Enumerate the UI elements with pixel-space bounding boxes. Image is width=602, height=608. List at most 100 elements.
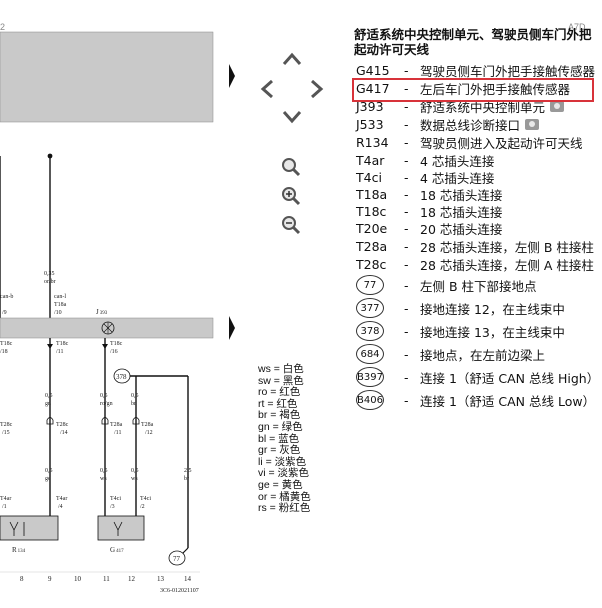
wire-w4-size: 0,5: [131, 393, 139, 399]
legend-ground-row[interactable]: 77-左侧 B 柱下部接地点: [356, 274, 537, 296]
legend-row[interactable]: J533-数据总线诊断接口: [356, 116, 540, 133]
legend-code: G417: [356, 80, 390, 96]
color-legend-item: or = 橘黄色: [258, 490, 311, 503]
ground-point-378: [113, 368, 131, 384]
legend-row[interactable]: T28a-28 芯插头连接，左侧 B 柱接柱: [356, 238, 594, 255]
page-next-arrow-bottom[interactable]: [229, 316, 235, 340]
legend-dash: -: [404, 98, 409, 114]
zoom-in-button[interactable]: [280, 185, 302, 207]
legend-row[interactable]: T20e-20 芯插头连接: [356, 220, 502, 237]
g417-label: G417: [110, 546, 124, 554]
wire-w6-color: ge: [45, 476, 51, 482]
svg-text:10: 10: [74, 575, 82, 583]
legend-dash: -: [404, 186, 409, 202]
zoom-out-button[interactable]: [280, 214, 302, 236]
selection-highlight: [352, 78, 594, 102]
pin-t18c-16: T18c: [110, 341, 123, 347]
legend-row-selected[interactable]: G417-左后车门外把手接触传感器: [356, 80, 570, 97]
legend-ground-row[interactable]: 377-接地连接 12，在主线束中: [356, 297, 565, 319]
legend-desc: 接地连接 13，在主线束中: [420, 324, 565, 340]
pin-t28c-14-num: /14: [60, 430, 68, 436]
svg-text:12: 12: [128, 575, 136, 583]
legend-code: J393: [356, 98, 384, 114]
legend-desc: 舒适系统中央控制单元: [420, 99, 546, 115]
legend-row[interactable]: R134-驾驶员侧进入及起动许可天线: [356, 134, 583, 151]
pin-t4ci-3: T4ci: [110, 496, 121, 502]
wire-w3-color: ro/gn: [100, 401, 113, 407]
legend-ground-row[interactable]: 684-接地点，在左前边梁上: [356, 343, 545, 365]
pin-can-l: can-l: [54, 294, 66, 300]
legend-row[interactable]: T4ar-4 芯插头连接: [356, 152, 494, 169]
wire-w9-size: 2,5: [184, 468, 192, 474]
legend-dash: -: [404, 323, 409, 339]
j393-module-bar: [0, 317, 214, 339]
magnifier-icon: [282, 158, 301, 177]
page-number-left: 2: [0, 22, 6, 32]
pin-t28c-14: T28c: [56, 422, 69, 428]
pin-t28a-12-num: /12: [145, 430, 153, 436]
legend-dash: -: [404, 392, 409, 408]
page-number-right: A7D: [568, 22, 586, 32]
legend-code: T18c: [356, 203, 387, 219]
legend-row[interactable]: J393 -舒适系统中央控制单元: [356, 98, 565, 115]
legend-code: T28c: [356, 256, 387, 272]
legend-desc: 驾驶员侧车门外把手接触传感器: [420, 63, 596, 79]
legend-code: T20e: [356, 220, 388, 236]
legend-ground-row[interactable]: B397-连接 1（舒适 CAN 总线 High）: [356, 366, 599, 388]
legend-ground-row[interactable]: 378-接地连接 13，在主线束中: [356, 320, 565, 342]
legend-row[interactable]: T18c -18 芯插头连接: [356, 203, 503, 220]
pan-up-button[interactable]: [281, 48, 303, 70]
circle-code: 77: [356, 275, 384, 295]
wire-w9-color: br: [184, 476, 189, 482]
pin-t18a-9: /9: [2, 310, 7, 316]
legend-row[interactable]: T18a-18 芯插头连接: [356, 186, 503, 203]
color-legend-item: rt = 红色: [258, 397, 298, 410]
pin-t4ci-2: T4ci: [140, 496, 151, 502]
legend-desc: 接地连接 12，在主线束中: [420, 301, 565, 317]
legend-desc: 连接 1（舒适 CAN 总线 Low）: [420, 393, 596, 409]
connector-symbols: [46, 417, 140, 425]
legend-desc: 连接 1（舒适 CAN 总线 High）: [420, 370, 600, 386]
legend-row[interactable]: G415-驾驶员侧车门外把手接触传感器: [356, 62, 596, 79]
wire-w5-size: 0,5: [100, 468, 108, 474]
legend-desc: 28 芯插头连接，左侧 A 柱接柱: [420, 257, 594, 273]
can-bus-symbol: [101, 321, 115, 335]
zoom-button[interactable]: [280, 156, 302, 178]
legend-desc: 18 芯插头连接: [420, 187, 503, 203]
legend-code: T4ci: [356, 169, 382, 185]
camera-icon[interactable]: [550, 100, 565, 112]
legend-dash: -: [404, 277, 409, 293]
legend-code: T28a: [356, 238, 388, 254]
page-next-arrow-top[interactable]: [229, 64, 235, 88]
legend-dash: -: [404, 169, 409, 185]
svg-text:8: 8: [20, 575, 24, 583]
pin-t4ar-4-num: /4: [58, 504, 63, 510]
pan-down-button[interactable]: [281, 106, 303, 128]
color-legend-item: ro = 红色: [258, 386, 301, 399]
legend-dash: -: [404, 220, 409, 236]
legend-row[interactable]: T28c-28 芯插头连接，左侧 A 柱接柱: [356, 256, 594, 273]
pin-t4ci-2-num: /2: [140, 504, 145, 510]
legend-code: T4ar: [356, 152, 385, 168]
chevron-right-icon: [311, 79, 324, 99]
legend-row[interactable]: T4ci -4 芯插头连接: [356, 169, 495, 186]
color-legend-item: gr = 灰色: [258, 444, 301, 457]
wire-w4-color: br: [131, 401, 136, 407]
svg-text:11: 11: [103, 575, 110, 583]
legend-desc: 4 芯插头连接: [420, 170, 495, 186]
pin-t18a-10: /10: [54, 310, 62, 316]
wire-w3-size: 0,5: [100, 393, 108, 399]
legend-dash: -: [404, 203, 409, 219]
pin-t18c-11-num: /11: [56, 349, 63, 355]
pin-t4ar-1-num: /1: [2, 504, 7, 510]
color-legend-item: li = 淡紫色: [258, 455, 307, 468]
r134-label: R134: [12, 546, 26, 554]
legend-desc: 18 芯插头连接: [420, 204, 503, 220]
pan-left-button[interactable]: [256, 78, 278, 100]
pan-right-button[interactable]: [306, 78, 328, 100]
g417-component: [97, 515, 145, 541]
legend-ground-row[interactable]: B406-连接 1（舒适 CAN 总线 Low）: [356, 389, 595, 411]
camera-icon[interactable]: [525, 118, 540, 130]
svg-text:13: 13: [157, 575, 165, 583]
